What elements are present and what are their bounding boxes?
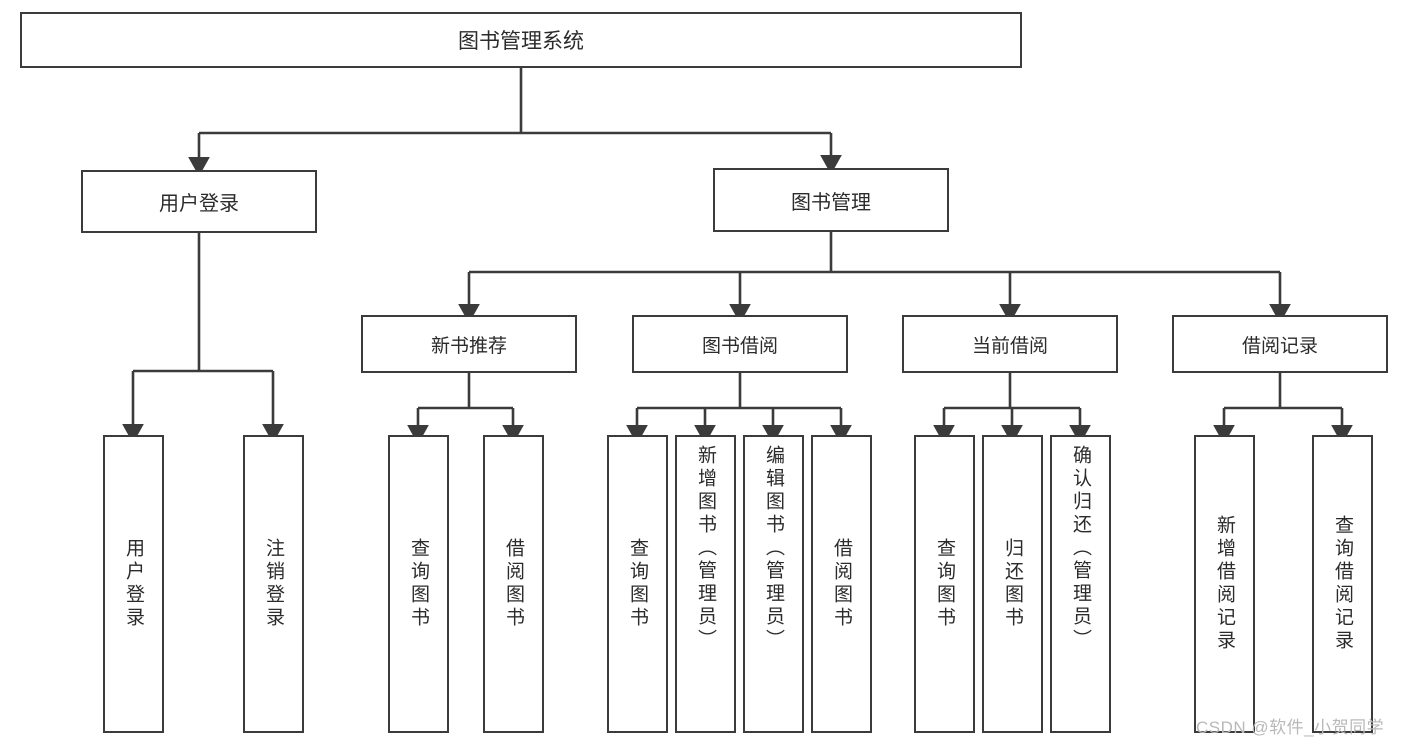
watermark: CSDN @软件_小贺同学 <box>1196 718 1385 737</box>
node-new-book-recommend[interactable]: 新书推荐 <box>361 315 577 373</box>
leaf-borrow-book[interactable]: 借阅图书 <box>811 435 872 733</box>
leaf-query-book-current-label: 查询图书 <box>934 538 955 630</box>
node-user-login[interactable]: 用户登录 <box>81 170 317 233</box>
leaf-edit-book-admin[interactable]: 编辑图书（管理员） <box>743 435 804 733</box>
node-borrow-record[interactable]: 借阅记录 <box>1172 315 1388 373</box>
node-user-login-label: 用户登录 <box>159 193 239 215</box>
leaf-query-book-newbook[interactable]: 查询图书 <box>388 435 449 733</box>
leaf-borrow-book-newbook-label: 借阅图书 <box>503 538 524 630</box>
node-book-borrow[interactable]: 图书借阅 <box>632 315 848 373</box>
node-book-borrow-label: 图书借阅 <box>701 335 778 357</box>
node-current-borrow[interactable]: 当前借阅 <box>902 315 1118 373</box>
node-borrow-record-label: 借阅记录 <box>1241 335 1318 357</box>
leaf-add-book-admin-label: 新增图书（管理员） <box>695 445 716 652</box>
leaf-query-book-borrow[interactable]: 查询图书 <box>607 435 668 733</box>
leaf-add-borrow-record[interactable]: 新增借阅记录 <box>1194 435 1255 733</box>
leaf-query-book-newbook-label: 查询图书 <box>408 538 429 630</box>
leaf-user-login[interactable]: 用户登录 <box>103 435 164 733</box>
leaf-user-login-label: 用户登录 <box>123 538 144 630</box>
leaf-add-book-admin[interactable]: 新增图书（管理员） <box>675 435 736 733</box>
node-root-system[interactable]: 图书管理系统 <box>20 12 1022 68</box>
leaf-borrow-book-label: 借阅图书 <box>831 538 852 630</box>
leaf-add-borrow-record-label: 新增借阅记录 <box>1214 515 1235 653</box>
leaf-edit-book-admin-label: 编辑图书（管理员） <box>763 445 784 652</box>
leaf-return-book[interactable]: 归还图书 <box>982 435 1043 733</box>
node-new-book-recommend-label: 新书推荐 <box>430 335 507 357</box>
leaf-query-book-current[interactable]: 查询图书 <box>914 435 975 733</box>
node-current-borrow-label: 当前借阅 <box>971 335 1048 357</box>
leaf-borrow-book-newbook[interactable]: 借阅图书 <box>483 435 544 733</box>
leaf-query-book-borrow-label: 查询图书 <box>627 538 648 630</box>
leaf-return-book-label: 归还图书 <box>1002 538 1023 630</box>
leaf-query-borrow-record-label: 查询借阅记录 <box>1332 515 1353 653</box>
node-book-management-label: 图书管理 <box>791 191 871 214</box>
leaf-query-borrow-record[interactable]: 查询借阅记录 <box>1312 435 1373 733</box>
node-root-system-label: 图书管理系统 <box>458 30 584 53</box>
leaf-confirm-return-admin[interactable]: 确认归还（管理员） <box>1050 435 1111 733</box>
leaf-logout[interactable]: 注销登录 <box>243 435 304 733</box>
leaf-confirm-return-admin-label: 确认归还（管理员） <box>1070 445 1091 652</box>
node-book-management[interactable]: 图书管理 <box>713 168 949 232</box>
leaf-logout-label: 注销登录 <box>263 538 284 630</box>
